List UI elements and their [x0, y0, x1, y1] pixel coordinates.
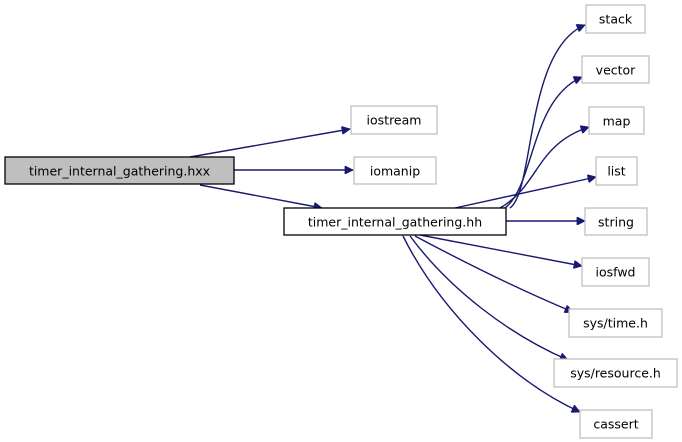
node-label: vector	[596, 63, 637, 78]
node-label: iostream	[367, 113, 422, 128]
node-label: map	[603, 114, 631, 129]
node-label: sys/time.h	[583, 316, 648, 331]
node-list[interactable]: list	[595, 156, 638, 186]
node-root[interactable]: timer_internal_gathering.hxx	[4, 156, 235, 185]
node-iosfwd[interactable]: iosfwd	[581, 257, 650, 287]
node-label: timer_internal_gathering.hxx	[29, 164, 210, 179]
node-string[interactable]: string	[584, 207, 648, 236]
node-cassert[interactable]: cassert	[579, 409, 653, 439]
edge-hh-systime	[414, 235, 573, 312]
node-stack[interactable]: stack	[585, 4, 646, 34]
node-label: stack	[599, 12, 633, 27]
edge-hh-list	[454, 177, 596, 209]
node-label: iosfwd	[596, 265, 636, 280]
node-hh[interactable]: timer_internal_gathering.hh	[283, 207, 507, 236]
node-iomanip[interactable]: iomanip	[353, 156, 437, 185]
node-map[interactable]: map	[588, 106, 645, 135]
node-label: iomanip	[370, 164, 420, 179]
edge-hh-stack	[509, 25, 585, 209]
edge-hh-sysresource	[409, 235, 568, 360]
node-vector[interactable]: vector	[581, 55, 650, 84]
node-label: string	[598, 215, 634, 230]
edge-hh-iosfwd	[419, 234, 582, 266]
node-iostream[interactable]: iostream	[350, 105, 438, 135]
node-sysresource[interactable]: sys/resource.h	[553, 358, 678, 388]
edges	[189, 25, 596, 412]
node-label: list	[607, 164, 625, 179]
edge-hh-map	[499, 127, 589, 209]
edge-hxx-hh	[199, 184, 322, 208]
node-label: timer_internal_gathering.hh	[308, 215, 482, 230]
edge-hxx-iostream	[189, 129, 350, 158]
edge-hh-cassert	[402, 235, 580, 412]
node-label: sys/resource.h	[570, 366, 661, 381]
node-label: cassert	[593, 417, 638, 432]
node-systime[interactable]: sys/time.h	[568, 308, 663, 338]
